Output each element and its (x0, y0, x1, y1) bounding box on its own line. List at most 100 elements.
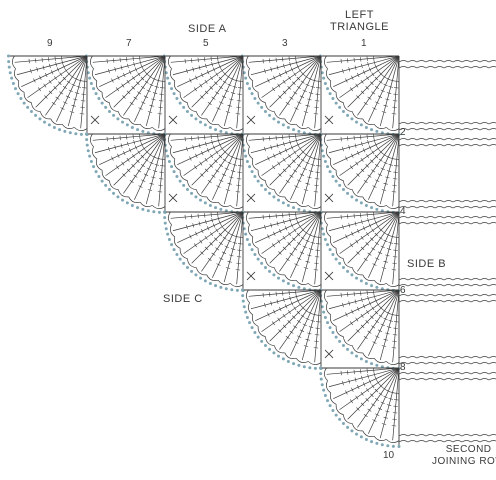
spoke (290, 211, 322, 278)
edge-dot (350, 117, 354, 121)
spoke-tick (131, 86, 135, 90)
spoke (92, 55, 166, 63)
spoke-tick (120, 143, 123, 148)
spoke-tick (301, 150, 305, 154)
spoke-tick (362, 382, 366, 387)
spoke-tick (360, 391, 364, 396)
spoke-tick (186, 224, 188, 230)
spoke-tick (351, 75, 354, 80)
chain-loop (398, 378, 496, 381)
spoke-tick (371, 325, 376, 329)
spoke-tick (219, 101, 224, 104)
spoke-tick (206, 226, 210, 231)
spoke-tick (200, 173, 204, 177)
spoke-tick (284, 226, 288, 231)
spoke-tick (146, 167, 151, 171)
spoke-tick (289, 174, 294, 178)
edge-dot (208, 203, 212, 207)
edge-dot (375, 363, 379, 367)
spoke (255, 211, 322, 243)
fan-scallop (343, 180, 353, 190)
chain-loop (398, 144, 496, 147)
spoke-tick (131, 76, 136, 81)
spoke-tick (385, 98, 390, 101)
spoke-tick (133, 174, 138, 178)
fan-scallop (295, 279, 309, 285)
spoke-tick (304, 231, 309, 235)
spoke (301, 55, 322, 127)
edge-dot (194, 117, 198, 121)
spoke-tick (131, 154, 136, 159)
spoke (14, 55, 88, 63)
edge-dot (364, 125, 368, 129)
spoke-tick (370, 393, 374, 397)
spoke (183, 55, 244, 98)
spoke-tick (219, 179, 224, 182)
spoke-tick (140, 163, 145, 168)
spoke (279, 211, 322, 272)
spoke-tick (296, 310, 301, 315)
edge-dot (250, 248, 254, 252)
spoke-tick (373, 60, 376, 65)
spoke-tick (114, 67, 117, 72)
spoke-tick (120, 65, 123, 70)
spoke-tick (142, 68, 146, 73)
spoke-tick (143, 95, 149, 98)
edge-dot (364, 359, 368, 363)
edge-dot (391, 444, 395, 448)
spoke-tick (154, 163, 159, 166)
edge-dot (162, 210, 166, 214)
spoke (290, 289, 322, 356)
edge-dot (253, 330, 257, 334)
spoke-tick (123, 72, 126, 78)
fan-scallop (96, 80, 103, 93)
spoke-tick (349, 321, 353, 326)
edge-dot (244, 154, 248, 158)
spoke-tick (211, 174, 216, 178)
spoke (183, 211, 244, 254)
spoke-tick (345, 156, 348, 161)
spoke (261, 133, 322, 176)
edge-dot (214, 206, 218, 210)
spoke-tick (302, 167, 307, 171)
edge-dot (68, 131, 72, 135)
spoke-tick (282, 313, 286, 318)
spoke (250, 55, 322, 76)
spoke (269, 133, 322, 186)
edge-dot (185, 266, 189, 270)
spoke (326, 133, 400, 141)
edge-dot (86, 71, 90, 75)
spoke-tick (114, 145, 117, 150)
edge-dot (263, 266, 267, 270)
spoke-tick (303, 267, 309, 269)
edge-dot (322, 388, 326, 392)
spoke-tick (108, 146, 110, 152)
fan-scallop (206, 274, 219, 281)
spoke (368, 367, 400, 434)
spoke-tick (223, 150, 227, 154)
edge-dot (116, 195, 120, 199)
join-x-mark (246, 271, 256, 281)
fan-scallop (386, 127, 400, 131)
spoke-tick (368, 67, 372, 72)
spoke (261, 289, 322, 332)
spoke-tick (271, 165, 275, 170)
spoke-tick (140, 76, 145, 81)
spoke-tick (55, 62, 58, 67)
spoke-tick (380, 89, 385, 93)
fan-scallop (170, 68, 176, 82)
spoke-tick (345, 78, 348, 83)
edge-dot (355, 432, 359, 436)
spoke-tick (355, 239, 359, 244)
spoke-tick (296, 85, 301, 90)
spoke-tick (206, 70, 210, 75)
spoke-tick (371, 403, 376, 407)
fan-scallop (230, 127, 244, 131)
edge-dot (88, 76, 92, 80)
edge-dot (346, 269, 350, 273)
spoke-tick (368, 223, 372, 228)
spoke-tick (382, 75, 387, 79)
spoke-tick (372, 107, 377, 110)
edge-dot (219, 207, 223, 211)
edge-dot (38, 117, 42, 121)
